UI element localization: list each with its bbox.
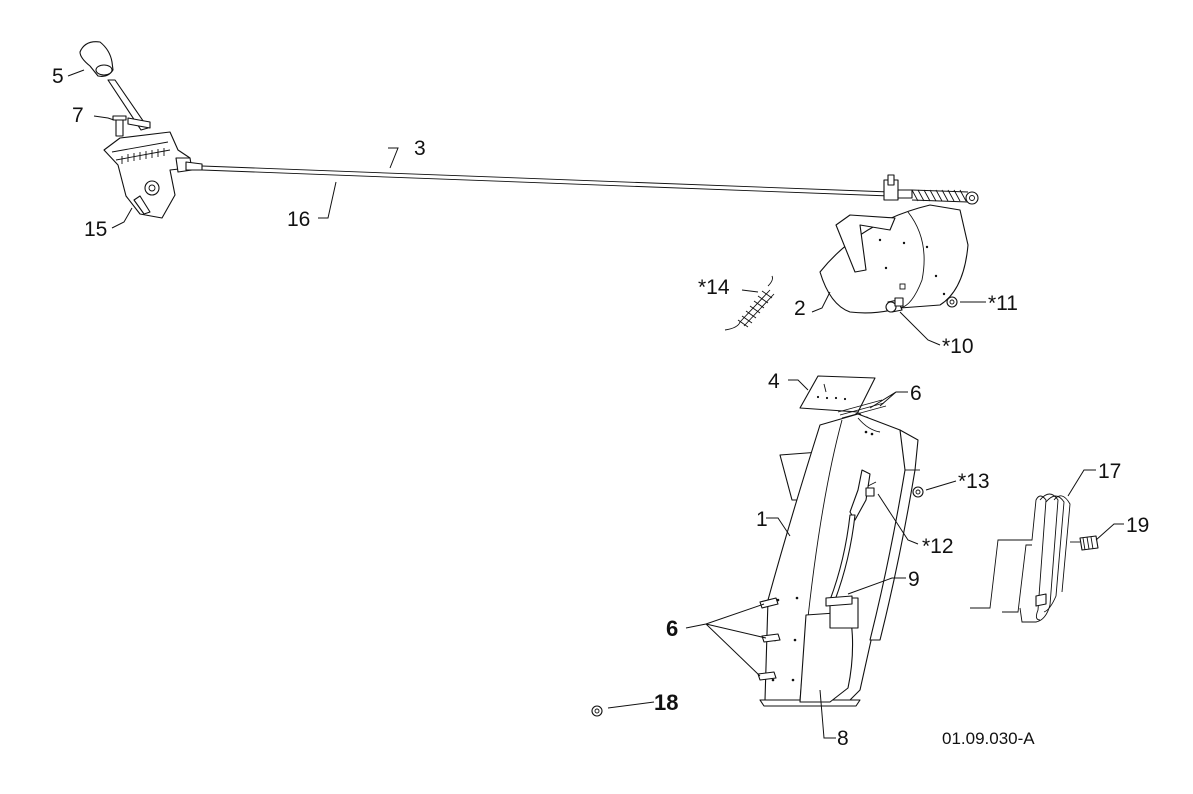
- callout-10: *10: [942, 335, 974, 358]
- part-3-cable: [201, 165, 891, 197]
- part-14-spring: [724, 275, 775, 331]
- callout-18: 18: [654, 690, 678, 715]
- part-18-nut: [591, 705, 603, 717]
- callout-5: 5: [52, 65, 64, 88]
- part-12-bolt: [865, 481, 877, 497]
- callout-9: 9: [908, 568, 920, 591]
- part-5-knob: [79, 41, 114, 77]
- callout-8: 8: [837, 727, 849, 750]
- drawing-code: 01.09.030-A: [942, 729, 1035, 748]
- part-15-shift-bracket: [103, 131, 203, 219]
- callout-15: 15: [84, 218, 107, 241]
- callout-6-top: 6: [910, 382, 922, 405]
- part-11-nut: [946, 296, 958, 308]
- callout-19: 19: [1126, 514, 1149, 537]
- leader-lines: [67, 69, 1124, 739]
- callout-11: *11: [988, 292, 1018, 315]
- part-10-bolt: [885, 297, 904, 313]
- callout-16: 16: [287, 208, 310, 231]
- callout-14: *14: [698, 276, 730, 299]
- callout-1: 1: [756, 508, 768, 531]
- callout-7: 7: [72, 104, 84, 127]
- callout-3: 3: [414, 137, 426, 160]
- callout-4: 4: [768, 370, 780, 393]
- cable-end-fitting: [883, 174, 979, 205]
- callout-17: 17: [1098, 460, 1121, 483]
- part-4-plate: [799, 375, 876, 413]
- callout-labels: 5 7 15 3 16 2 *10 *11 *14 4 6 *13 *12 1 …: [52, 65, 1149, 750]
- part-2-chute-deflector: [819, 204, 969, 314]
- part-19-clip: [1070, 535, 1099, 551]
- part-6-bolts-left: [757, 597, 781, 681]
- callout-2: 2: [794, 297, 806, 320]
- part-7-screw: [112, 115, 151, 137]
- part-13-nut: [912, 486, 924, 498]
- part-9-slide: [825, 595, 853, 607]
- part-17-rod: [970, 493, 1071, 623]
- callout-6-left: 6: [666, 616, 678, 641]
- callout-13: *13: [958, 470, 990, 493]
- part-1-chute-body: [759, 413, 920, 707]
- callout-12: *12: [922, 535, 954, 558]
